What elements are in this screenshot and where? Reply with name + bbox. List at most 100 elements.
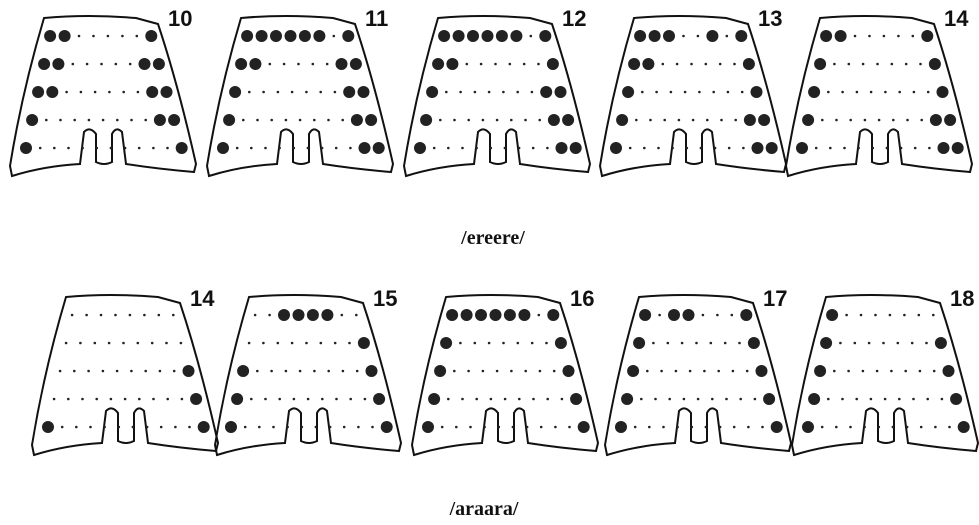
contact-dot [422,421,434,433]
electrode-dot [453,370,456,373]
electrode-dot [568,426,571,429]
electrode-dot [761,426,764,429]
electrode-dot [312,63,315,66]
electrode-dot [914,147,917,150]
contact-dot [756,365,768,377]
electrode-dot [827,398,830,401]
electrode-dot [845,314,848,317]
contact-dot [814,58,826,70]
contact-dot [235,58,247,70]
electrode-dot [545,342,548,345]
contact-dot [359,142,371,154]
electrode-dot [73,119,76,122]
electrode-dot [876,370,879,373]
electrode-dot [79,342,82,345]
electrode-dot [727,91,730,94]
contact-dot [814,365,826,377]
electrode-dot [480,63,483,66]
electrode-dot [343,426,346,429]
electrode-dot [876,63,879,66]
electrode-dot [264,147,267,150]
electrode-dot [926,398,929,401]
electrode-dot [39,147,42,150]
electrode-dot [683,398,686,401]
electrode-dot [667,342,670,345]
electrode-dot [714,147,717,150]
electrode-dot [488,342,491,345]
electrode-dot [88,119,91,122]
electrode-dot [116,370,119,373]
electrode-dot [278,147,281,150]
contact-dot [237,365,249,377]
electrode-dot [490,398,493,401]
electrode-dot [878,426,881,429]
contact-dot [293,309,305,321]
electrode-dot [698,91,701,94]
electrode-dot [692,119,695,122]
electrode-dot [327,370,330,373]
palatogram-0-0 [10,16,196,176]
contact-dot [958,421,970,433]
electrode-dot [728,147,731,150]
contact-dot [556,142,568,154]
electrode-dot [433,147,436,150]
electrode-dot [335,398,338,401]
electrode-dot [518,147,521,150]
electrode-dot [724,342,727,345]
electrode-dot [531,91,534,94]
electrode-dot [333,35,336,38]
electrode-dot [904,370,907,373]
electrode-dot [905,63,908,66]
electrode-dot [264,398,267,401]
electrode-dot [857,147,860,150]
contact-dot [621,393,633,405]
contact-dot [802,421,814,433]
electrode-dot [862,63,865,66]
electrode-dot [61,426,64,429]
electrode-dot [538,119,541,122]
electrode-dot [278,398,281,401]
contact-dot [231,393,243,405]
contact-dot [938,142,950,154]
contact-dot [52,58,64,70]
electrode-dot [65,91,68,94]
electrode-dot [158,314,161,317]
electrode-dot [132,426,135,429]
contact-dot [496,30,508,42]
palatogram-1-2 [412,295,598,455]
electrode-dot [53,147,56,150]
contact-dot [639,309,651,321]
contact-dot [373,393,385,405]
palatogram-1-0 [32,295,218,455]
electrode-dot [326,63,329,66]
palatogram-0-1 [207,16,393,176]
electrode-dot [889,314,892,317]
electrode-dot [657,147,660,150]
contact-dot [937,86,949,98]
electrode-dot [691,426,694,429]
electrode-dot [553,370,556,373]
electrode-dot [868,35,871,38]
electrode-dot [546,147,549,150]
electrode-dot [103,426,106,429]
electrode-dot [165,342,168,345]
contact-dot [642,58,654,70]
electrode-dot [92,35,95,38]
electrode-dot [705,63,708,66]
electrode-dot [482,119,485,122]
electrode-dot [663,119,666,122]
electrode-dot [641,91,644,94]
electrode-dot [86,63,89,66]
contact-dot [796,142,808,154]
electrode-dot [357,426,360,429]
electrode-dot [461,398,464,401]
electrode-dot [248,342,251,345]
electrode-dot [705,426,708,429]
electrode-dot [124,147,127,150]
contact-dot [578,421,590,433]
electrode-dot [716,314,719,317]
electrode-dot [319,91,322,94]
contact-dot [343,86,355,98]
contact-dot [952,142,964,154]
electrode-dot [655,91,658,94]
